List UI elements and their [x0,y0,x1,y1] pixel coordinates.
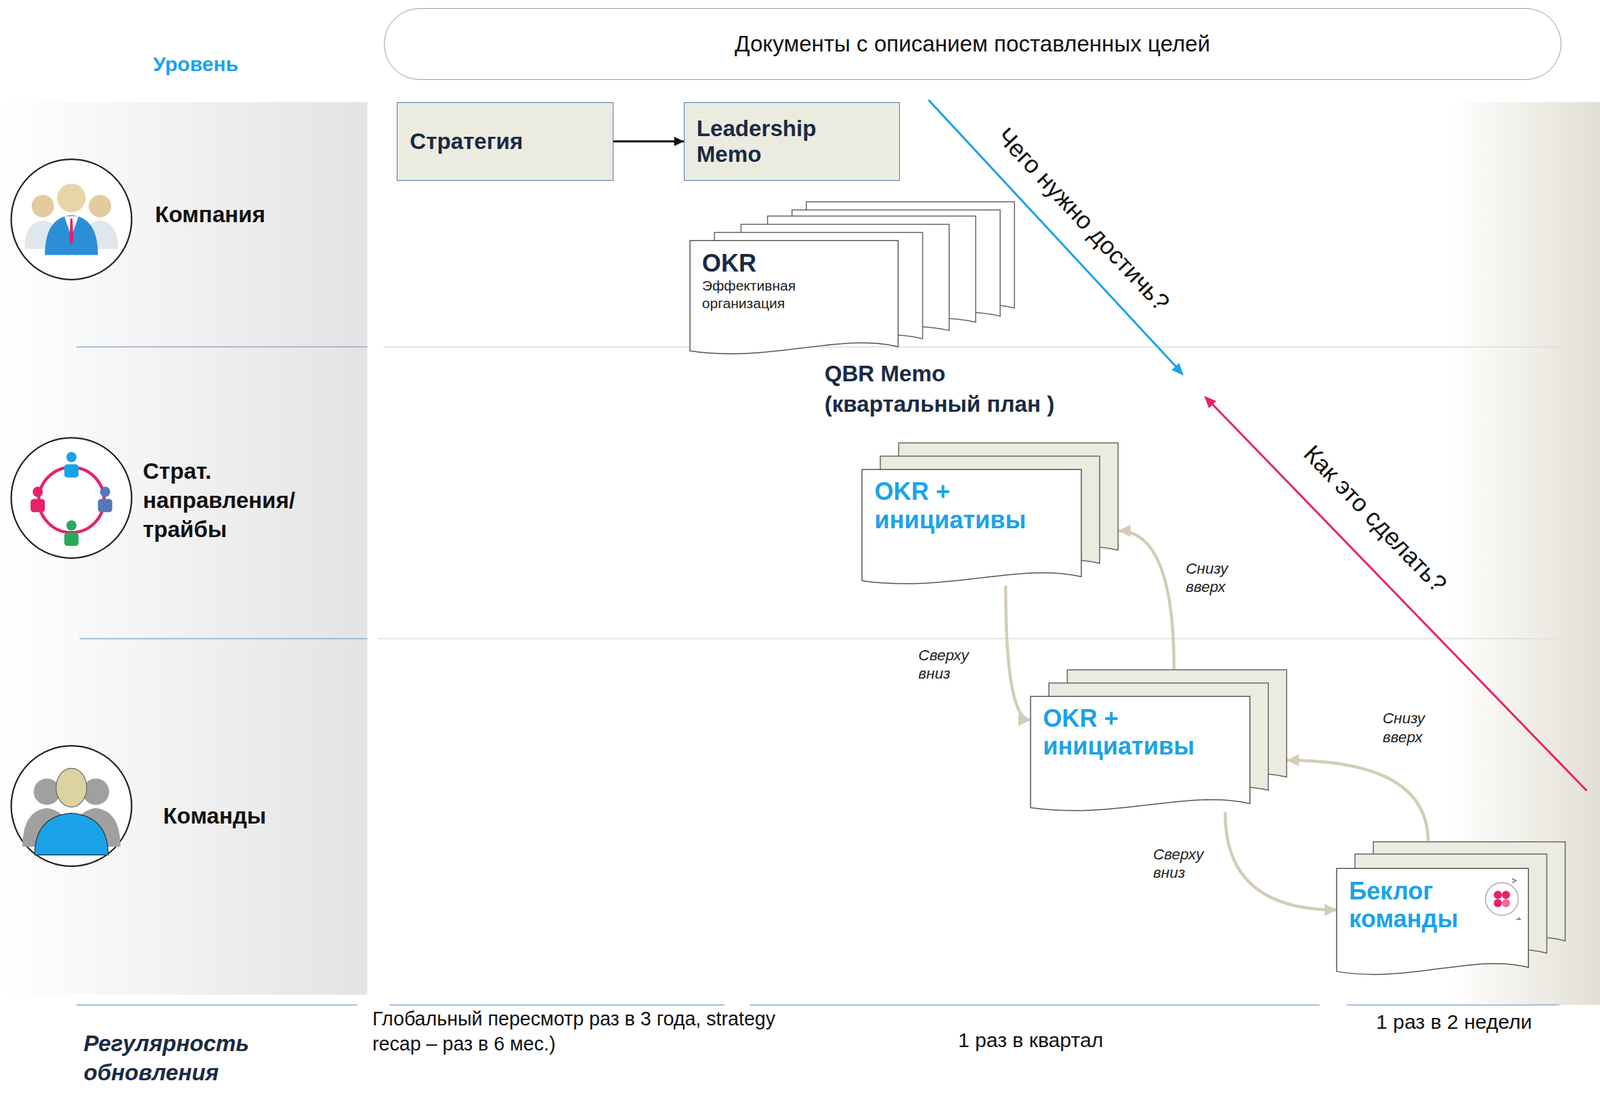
arrow-head [674,136,684,147]
row-header: Регулярность обновления [83,1028,340,1087]
level-name: Компания [155,201,359,228]
axis-question: Чего нужно достичь? [991,122,1176,317]
person-head [88,195,112,218]
separator [377,637,1557,640]
person-body [64,463,79,478]
connector [1118,524,1175,670]
document-text: OKR + инициативы [874,477,1072,534]
person-tie [69,218,74,245]
level-header: Уровень [153,52,307,77]
okr-document-stack: OKRЭффективная организация [689,201,1015,357]
separator [390,1004,725,1006]
okr-document-stack: OKR + инициативы [861,442,1118,587]
person-body [98,499,113,513]
person-head [31,195,55,218]
connector-line [1118,530,1175,670]
person-body [34,813,109,856]
backlog-document-stack: Беклог команды [1336,841,1566,978]
update-frequency: 1 раз в квартал [847,1028,1215,1053]
person-head [56,183,86,212]
arrow-head [1171,362,1184,376]
document-text: Беклог команды [1348,876,1470,934]
document-title: OKR [702,249,858,278]
separator [76,1004,357,1006]
document-title: OKR + инициативы [1042,704,1240,761]
connector-line [613,140,684,143]
connector [1225,813,1338,916]
front-sheet [1030,696,1250,811]
person-head [66,451,77,462]
icon-dot [1501,899,1510,908]
level-name: Команды [163,803,357,829]
front-sheet [861,469,1082,584]
document-title: Беклог команды [1348,876,1470,934]
arrow-head [1286,753,1299,766]
person-body [44,215,98,256]
connector-line [1005,587,1031,720]
connector [613,136,684,147]
update-frequency: 1 раз в 2 недели [1372,1008,1536,1035]
arrow-head [1203,396,1217,409]
backlog-icon [1485,878,1521,920]
person-head [66,520,77,531]
icon-ring [11,745,133,867]
person-head [32,486,43,497]
document-subtitle: Эффективная организация [702,276,858,312]
update-frequency: Глобальный пересмотр раз в 3 года, strat… [372,1006,791,1057]
memo-box: Leadership Memo [683,102,900,181]
person-head [56,767,87,807]
okr-document-stack: OKR + инициативы [1030,669,1287,814]
arrow-head [1018,713,1031,726]
company-icon [11,159,133,280]
front-sheet [689,241,898,355]
document-title: OKR + инициативы [874,477,1072,534]
banner-text: Документы с описанием поставленных целей [734,31,1210,57]
connector [1005,587,1031,726]
tribe-icon [11,437,133,558]
memo-title: QBR Memo (квартальный план ) [824,358,1075,420]
box-text: Leadership Memo [696,115,859,168]
icon-dot [1501,891,1510,900]
document-text: OKR + инициативы [1042,704,1240,761]
icon-dot [1493,891,1502,900]
person-head [100,486,111,497]
connector-line [1286,759,1429,842]
document-text: OKRЭффективная организация [702,249,858,312]
separator [76,346,367,348]
icon-dot [1493,899,1502,908]
edge-label: Снизу вверх [1185,559,1263,596]
person-body [64,532,79,546]
separator [383,346,1562,348]
edge-label: Снизу вверх [1382,708,1460,746]
icon-ring [1485,882,1519,916]
icon-arrow [1516,917,1521,920]
left-band [0,102,368,995]
separator [750,1004,1320,1006]
separator [1346,1004,1559,1006]
connector [1286,753,1429,842]
connector-line [1225,813,1338,910]
icon-ring [11,437,133,558]
box-text: Стратегия [409,128,600,155]
edge-label: Сверху вниз [1153,845,1230,882]
front-sheet [1336,868,1529,975]
icon-arrow [1511,878,1517,883]
team-icon [11,745,133,867]
person-body [30,499,45,513]
level-name: Страт. направления/ трайбы [142,456,363,544]
edge-label: Сверху вниз [918,645,995,683]
documents-banner: Документы с описанием поставленных целей [383,8,1562,80]
strategy-box: Стратегия [396,102,613,181]
axis-question: Как это сделать? [1298,439,1454,598]
icon-ring [11,159,133,280]
arrow-head [1118,524,1131,537]
separator [79,637,368,640]
arrow-head [1324,903,1337,916]
